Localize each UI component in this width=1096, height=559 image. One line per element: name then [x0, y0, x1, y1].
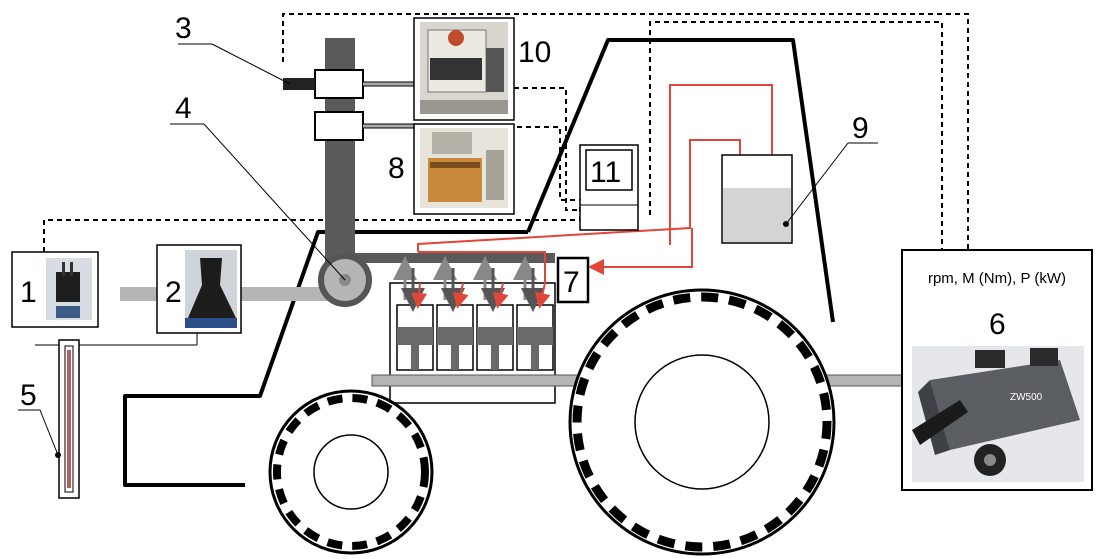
- callout-7: 7: [563, 266, 580, 299]
- callout-11: 11: [590, 156, 621, 189]
- cylinder: [437, 305, 473, 370]
- analyzer-8-photo: [420, 128, 508, 208]
- dynamometer-6-photo: ZW500: [912, 346, 1084, 482]
- cylinder: [477, 305, 513, 370]
- callout-10: 10: [518, 36, 551, 69]
- dyno-unit-text: ZW500: [1010, 392, 1043, 403]
- leader-5: [40, 410, 58, 455]
- fuel-tank-level: [723, 188, 791, 242]
- analyzer-10-photo: [420, 22, 508, 114]
- callout-3: 3: [175, 12, 192, 45]
- rear-wheel: [570, 290, 834, 554]
- cylinder: [517, 305, 553, 370]
- callout-2: 2: [165, 276, 182, 309]
- stack-probe-upper: [315, 70, 363, 98]
- thermometer-5-liquid: [67, 350, 71, 488]
- stack-probe-lower: [315, 112, 363, 140]
- callout-6: 6: [989, 308, 1006, 341]
- callout-9: 9: [852, 112, 869, 145]
- brake-2-photo: [185, 250, 237, 328]
- callout-1: 1: [20, 276, 37, 309]
- callout-4: 4: [175, 92, 192, 125]
- rpm-sensor-1-photo: [46, 258, 92, 320]
- probe-3-tip: [283, 78, 315, 90]
- cylinder: [397, 305, 433, 370]
- callout-8: 8: [388, 152, 405, 185]
- front-wheel: [270, 391, 432, 553]
- leader-3-diag: [212, 44, 290, 84]
- dyno-readout-label: rpm, M (Nm), P (kW): [928, 270, 1066, 287]
- callout-5: 5: [20, 379, 37, 412]
- signal-line-analyzer10: [514, 88, 580, 210]
